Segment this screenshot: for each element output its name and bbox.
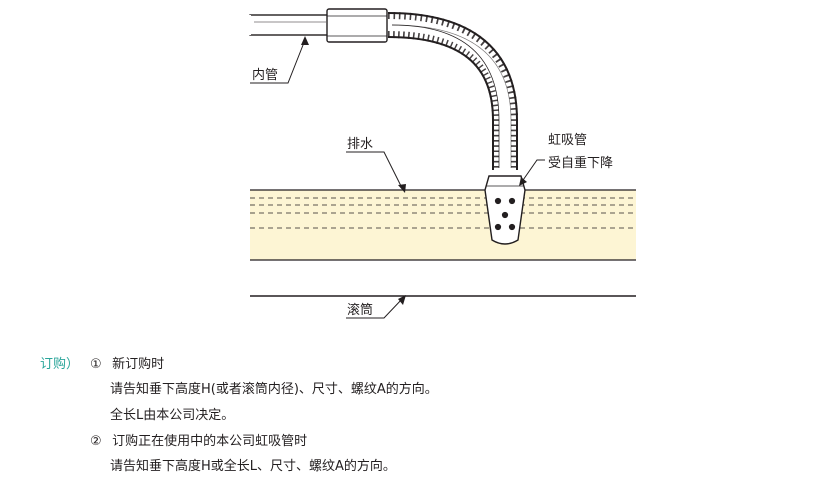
item2-marker: ②	[90, 434, 102, 449]
item1-title: 新订购时	[112, 357, 165, 372]
item1-marker: ①	[90, 357, 102, 372]
label-drain: 排水	[347, 137, 373, 152]
water-region	[250, 190, 636, 260]
label-inner-pipe: 内管	[252, 67, 278, 83]
ordering-item2-title-row: ② 订购正在使用中的本公司虹吸管时	[90, 433, 307, 451]
leader-arrowheads	[301, 36, 527, 305]
water-dashed-lines	[250, 197, 636, 229]
ordering-row-1: 订购）	[40, 356, 79, 374]
label-self-weight: 受自重下降	[548, 155, 613, 171]
siphon-head	[484, 175, 526, 245]
ordering-item1-title-row: ① 新订购时	[90, 356, 164, 374]
label-drum: 滚筒	[347, 302, 373, 318]
item2-line-1: 请告知垂下高度H或全长L、尺寸、螺纹A的方向。	[110, 459, 396, 474]
item1-line-2: 全长L由本公司决定。	[110, 408, 235, 423]
item1-line-1: 请告知垂下高度H(或者滚筒内径)、尺寸、螺纹A的方向。	[110, 382, 438, 397]
coupling-nut	[326, 8, 388, 43]
siphon-hose	[387, 12, 518, 170]
inner-pipe	[249, 14, 329, 36]
leader-lines	[250, 39, 545, 319]
siphon-diagram: 内管 排水 虹吸管 受自重下降 滚筒	[249, 8, 636, 319]
ordering-heading: 订购）	[40, 357, 80, 372]
label-siphon: 虹吸管	[548, 133, 587, 148]
item2-title: 订购正在使用中的本公司虹吸管时	[112, 434, 308, 449]
